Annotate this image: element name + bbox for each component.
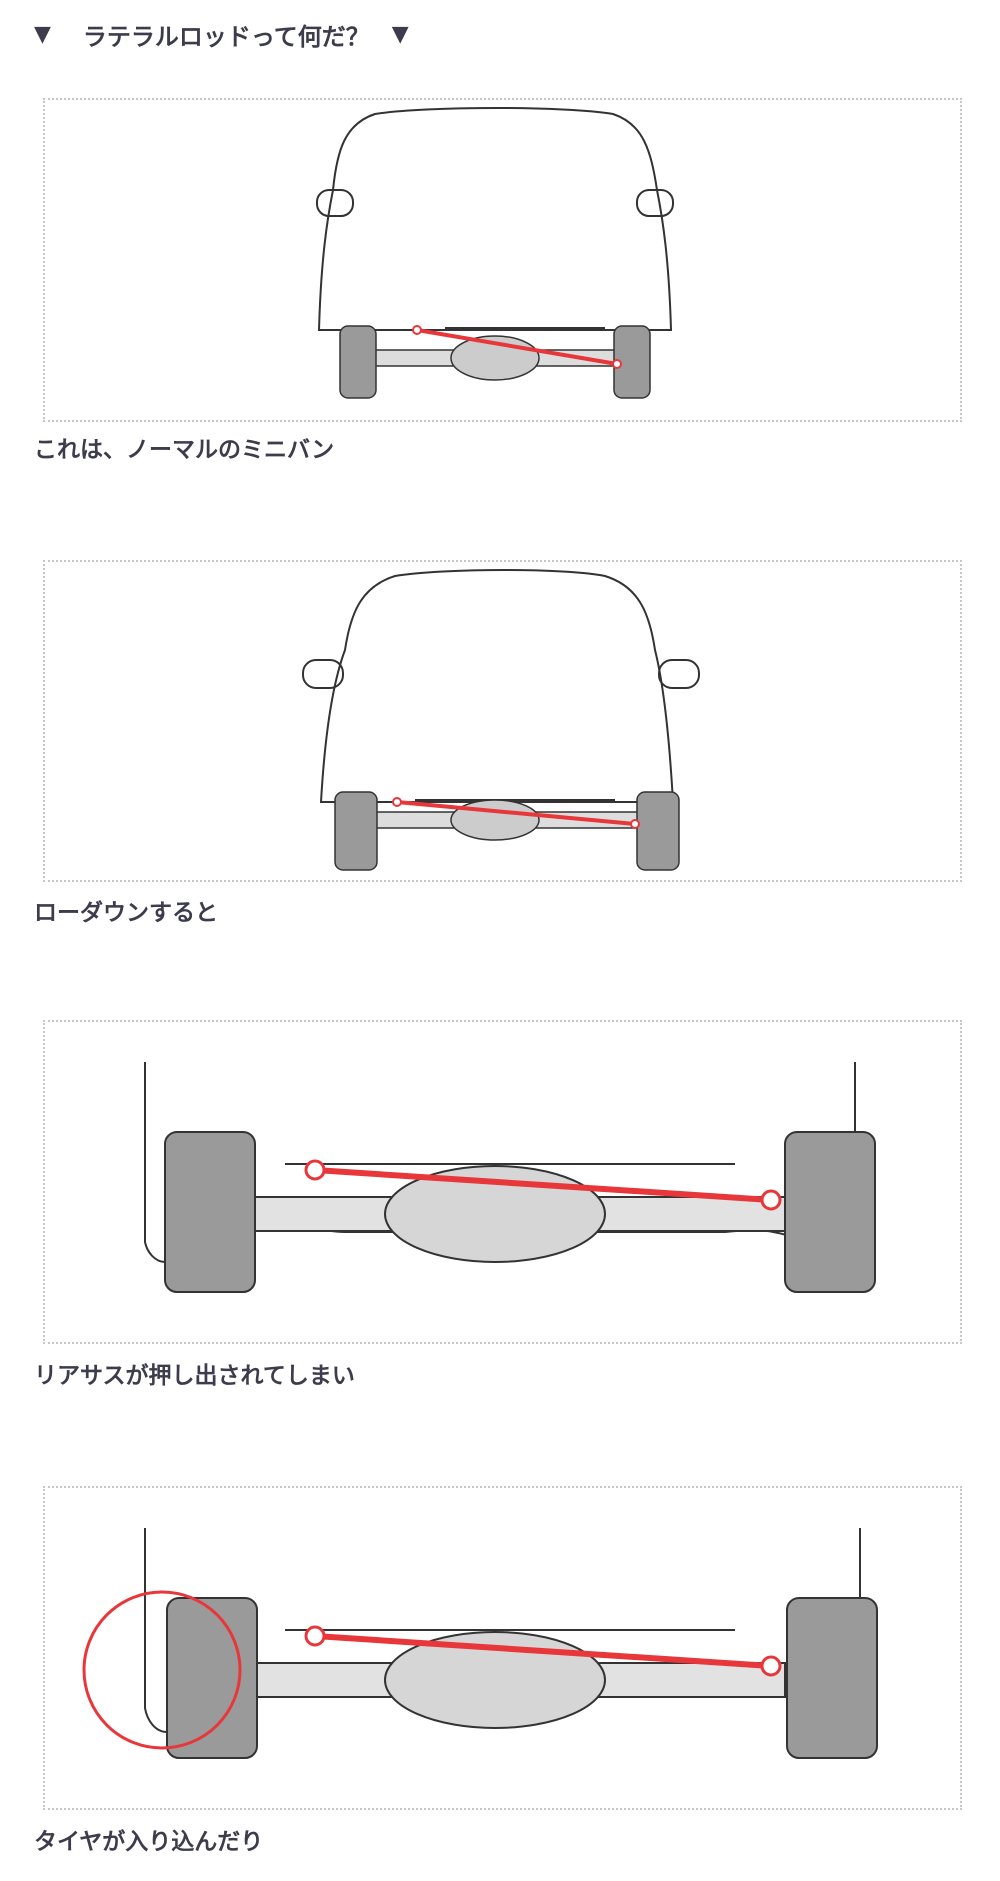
left-tire	[166, 1597, 258, 1759]
lateral-rod	[416, 328, 618, 366]
rod-joint-icon	[304, 1625, 326, 1647]
left-mirror-icon	[316, 189, 354, 217]
illustration-frame-normal	[43, 98, 962, 422]
left-tire	[164, 1131, 256, 1293]
right-mirror-icon	[658, 659, 700, 689]
minivan-normal-illustration	[316, 107, 674, 399]
highlight-circle-icon	[82, 1590, 242, 1750]
section-heading: ▼ ラテラルロッドって何だ？ ▼	[34, 14, 409, 54]
illustration-frame-highlight	[43, 1486, 962, 1810]
left-tire	[334, 791, 378, 871]
rod-joint-icon	[760, 1655, 782, 1677]
caption-closeup: リアサスが押し出されてしまい	[34, 1363, 355, 1389]
caption-highlight: タイヤが入り込んだり	[34, 1829, 264, 1855]
caption-normal: これは、ノーマルのミニバン	[34, 437, 335, 463]
illustration-frame-lowered	[43, 560, 962, 882]
left-mirror-icon	[302, 659, 344, 689]
car-body-outline	[319, 569, 675, 803]
right-tire	[786, 1597, 878, 1759]
axle-closeup-illustration	[144, 1062, 876, 1293]
right-tire	[784, 1131, 876, 1293]
differential	[384, 1631, 606, 1729]
rod-joint-icon	[304, 1159, 326, 1181]
section-title: ラテラルロッドって何だ？	[82, 22, 370, 51]
lateral-rod	[314, 1167, 772, 1203]
right-mirror-icon	[636, 189, 674, 217]
axle-highlight-illustration	[82, 1528, 878, 1759]
car-body-outline	[317, 107, 673, 331]
differential	[450, 799, 540, 841]
lateral-rod	[396, 800, 636, 826]
rod-joint-icon	[760, 1189, 782, 1211]
triangle-down-icon: ▼	[391, 21, 409, 47]
right-tire	[636, 791, 680, 871]
left-tire	[339, 325, 377, 399]
minivan-lowered-illustration	[302, 569, 700, 871]
lateral-rod	[314, 1633, 772, 1669]
illustration-frame-closeup	[43, 1020, 962, 1344]
caption-lowered: ローダウンすると	[34, 900, 218, 926]
differential	[384, 1165, 606, 1263]
triangle-down-icon: ▼	[34, 21, 51, 47]
